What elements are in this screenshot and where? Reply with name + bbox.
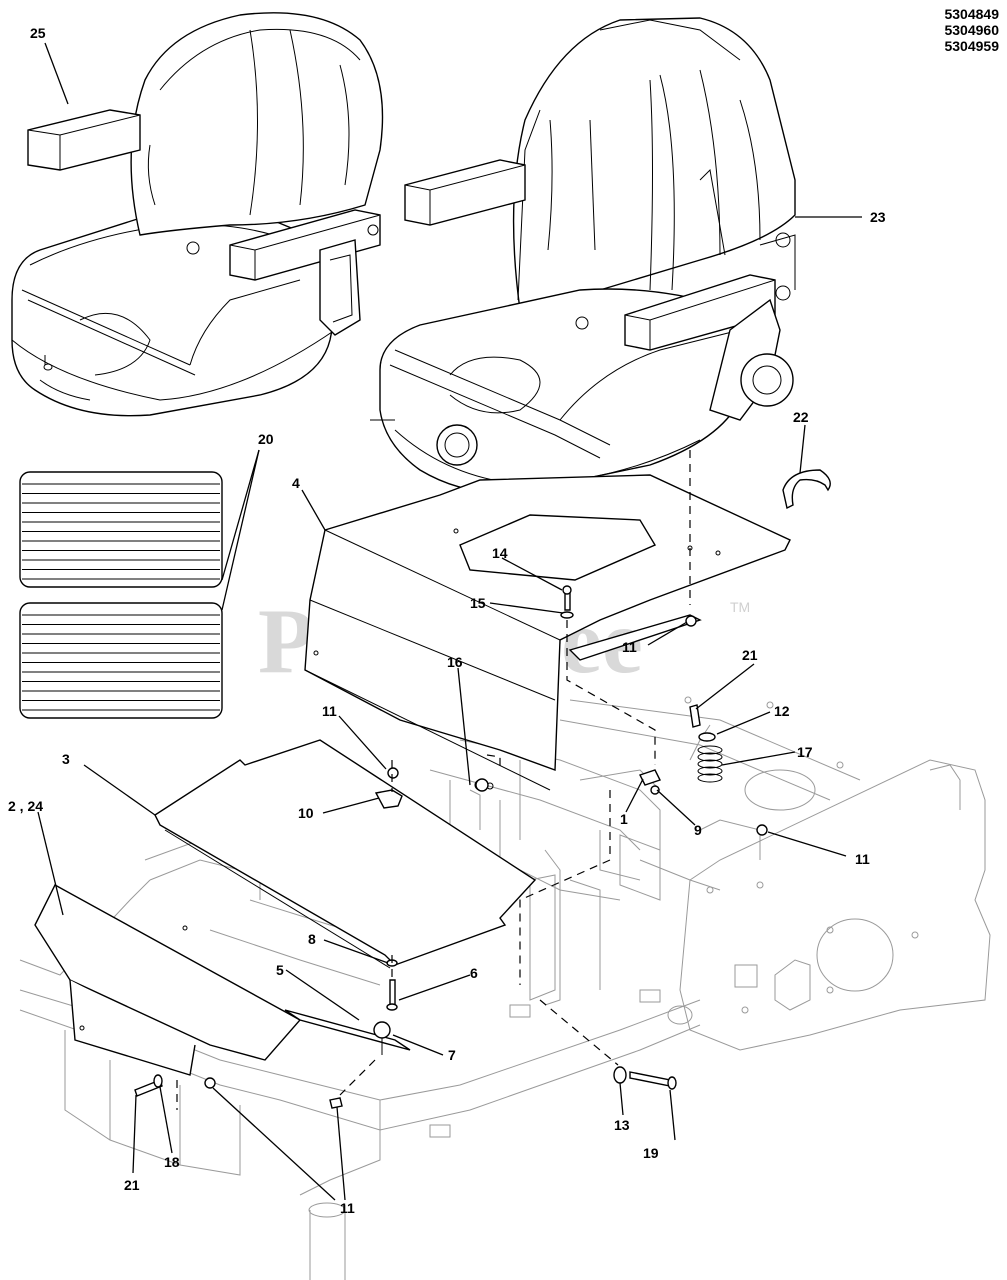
seat-with-armrests-left <box>11 12 384 417</box>
part-number: 5304849 <box>944 6 999 22</box>
callout-20: 20 <box>258 431 274 447</box>
callout-23: 23 <box>870 209 886 225</box>
front-shield-panel <box>34 884 411 1076</box>
callout-4: 4 <box>292 475 300 491</box>
watermark-trademark: TM <box>730 599 750 615</box>
callout-6: 6 <box>470 965 478 981</box>
callout-3: 3 <box>62 751 70 767</box>
callout-22: 22 <box>793 409 809 425</box>
callout-2-24: 2 , 24 <box>8 798 43 814</box>
floor-panel <box>154 739 537 969</box>
callout-11-mid: 11 <box>322 703 337 719</box>
callout-13: 13 <box>614 1117 630 1133</box>
decal-panels <box>19 471 223 719</box>
spring <box>697 745 723 783</box>
callout-17: 17 <box>797 744 813 760</box>
part-number: 5304960 <box>944 22 999 38</box>
alignment-lines <box>176 450 691 1110</box>
callout-11-top: 11 <box>622 639 637 655</box>
seat-mount-pan <box>304 474 791 791</box>
callout-9: 9 <box>694 822 702 838</box>
callout-labels: 25 23 22 20 4 14 15 11 21 16 12 11 17 3 … <box>8 25 886 1216</box>
callout-19: 19 <box>643 1145 659 1161</box>
callout-14: 14 <box>492 545 508 561</box>
callout-25: 25 <box>30 25 46 41</box>
part-number-list: 5304849 5304960 5304959 <box>944 6 999 54</box>
callout-10: 10 <box>298 805 314 821</box>
callout-21-right: 21 <box>742 647 758 663</box>
callout-5: 5 <box>276 962 284 978</box>
callout-15: 15 <box>470 595 486 611</box>
callout-7: 7 <box>448 1047 456 1063</box>
part-number: 5304959 <box>944 38 999 54</box>
leader-lines <box>37 42 862 1201</box>
callout-21-left: 21 <box>124 1177 140 1193</box>
callout-11-bottom: 11 <box>340 1200 355 1216</box>
callout-11-right: 11 <box>855 851 870 867</box>
seat-with-armrests-right <box>370 17 796 494</box>
callout-16: 16 <box>447 654 463 670</box>
callout-12: 12 <box>774 703 790 719</box>
callout-8: 8 <box>308 931 316 947</box>
callout-1: 1 <box>620 811 628 827</box>
callout-18: 18 <box>164 1154 180 1170</box>
